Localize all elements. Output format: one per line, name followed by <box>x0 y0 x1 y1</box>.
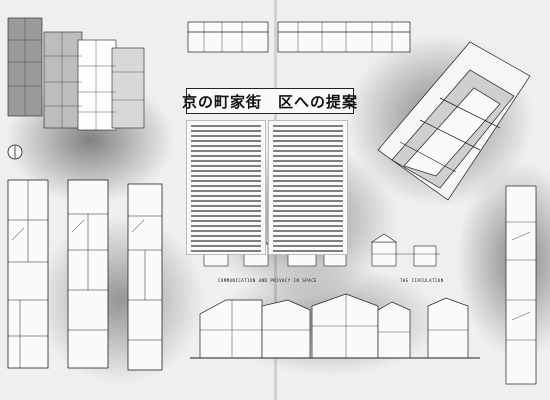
vertical-section <box>505 185 537 385</box>
caption-circulation: THE CIRCULATION <box>400 278 444 283</box>
street-elevations <box>187 21 411 53</box>
page-title: 京の町家街 区への提案 <box>182 88 357 114</box>
axonometric-drawing <box>377 41 531 201</box>
block-plans <box>7 17 145 131</box>
building-sections <box>190 293 480 359</box>
caption-communication: COMMUNICATION AND PRIVACY IN SPACE <box>218 278 317 283</box>
floor-plans <box>7 179 163 371</box>
text-column-1 <box>186 120 266 255</box>
text-column-2 <box>268 120 348 255</box>
